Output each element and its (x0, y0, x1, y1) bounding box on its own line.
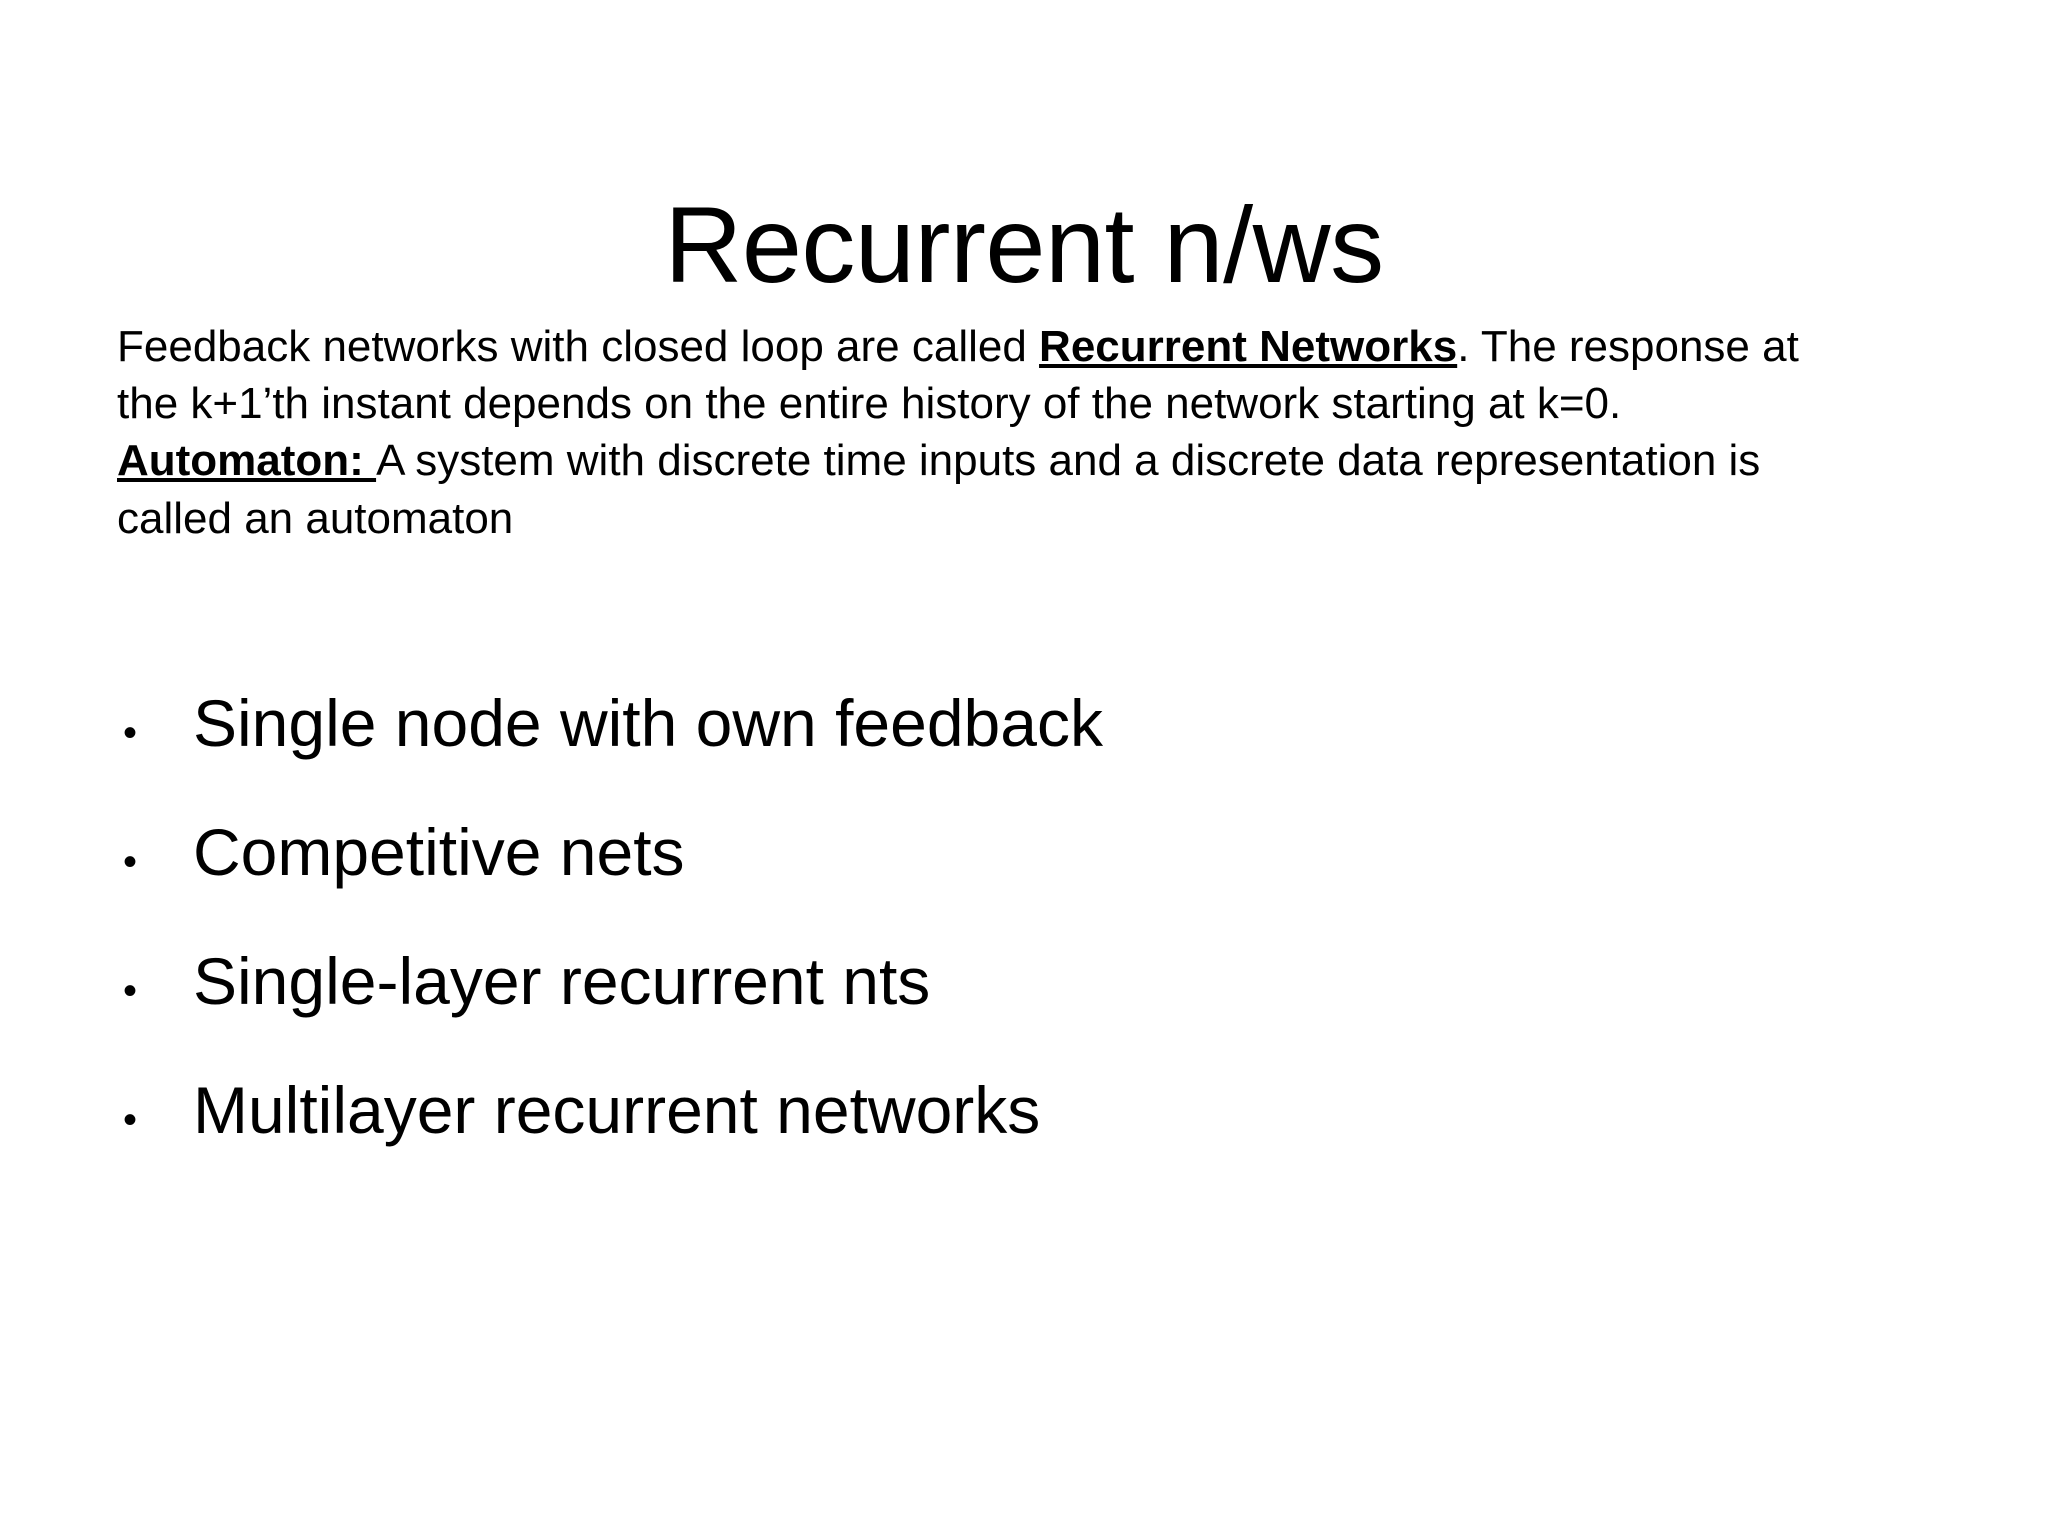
slide-bullet-list: • Single node with own feedback • Compet… (117, 690, 1917, 1143)
definition-lead-text: Feedback networks with closed loop are c… (117, 322, 1040, 371)
slide-title: Recurrent n/ws (664, 184, 1384, 306)
definition-trailing-text: . The response at the k+1’th instant dep… (117, 322, 1799, 429)
body-paragraph-automaton: Automaton: A system with discrete time i… (117, 432, 1857, 546)
bullet-item-label: Multilayer recurrent networks (193, 1073, 1041, 1147)
definition-term-automaton: Automaton: (117, 436, 377, 486)
bullet-item-label: Single-layer recurrent nts (193, 944, 931, 1018)
bullet-point-icon: • (123, 969, 138, 1013)
bullet-point-icon: • (123, 840, 138, 884)
list-item: • Single node with own feedback (117, 690, 1917, 756)
bullet-point-icon: • (123, 1098, 138, 1142)
bullet-point-icon: • (123, 711, 138, 755)
body-paragraph-definition: Feedback networks with closed loop are c… (117, 318, 1857, 432)
slide-body-text: Feedback networks with closed loop are c… (117, 318, 1857, 547)
list-item: • Multilayer recurrent networks (117, 1077, 1917, 1143)
definition-term-recurrent-networks: Recurrent Networks (1039, 322, 1458, 371)
list-item: • Single-layer recurrent nts (117, 948, 1917, 1014)
automaton-definition-text: A system with discrete time inputs and a… (117, 436, 1761, 543)
list-item: • Competitive nets (117, 819, 1917, 885)
bullet-item-label: Competitive nets (193, 815, 685, 889)
bullet-item-label: Single node with own feedback (193, 686, 1103, 760)
